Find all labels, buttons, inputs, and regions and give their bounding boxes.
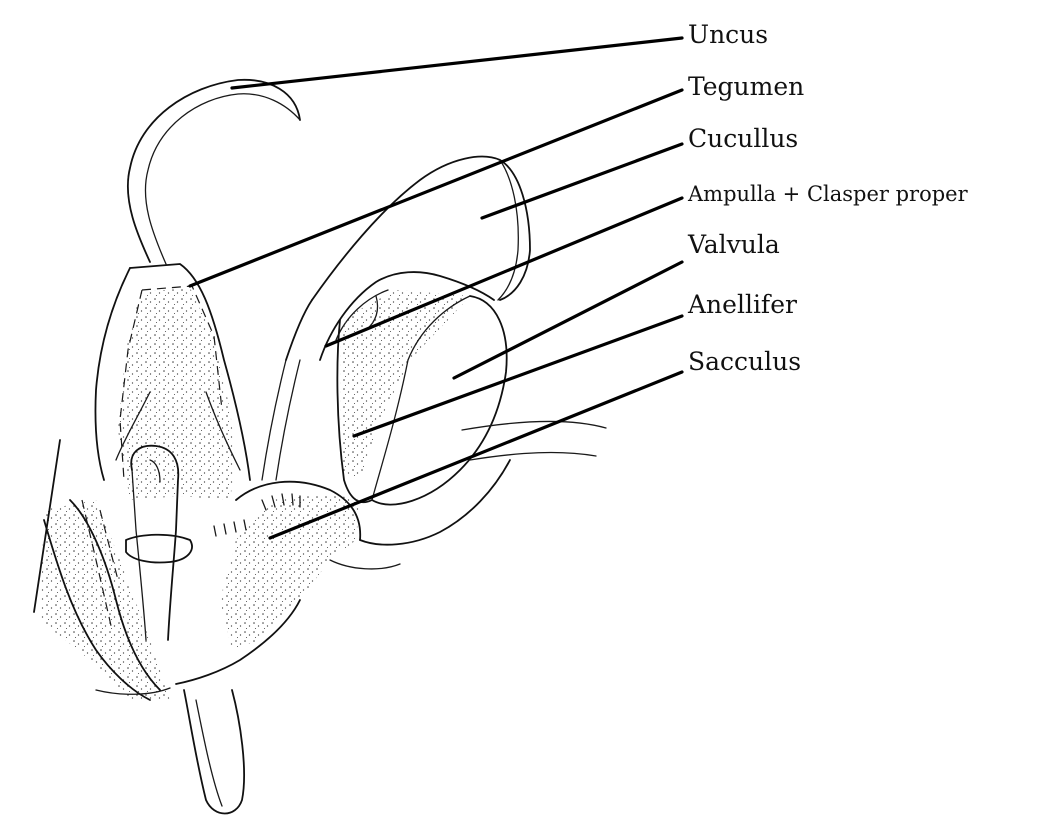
label-valvula: Valvula: [688, 232, 780, 257]
leader-lines: [190, 38, 682, 538]
leader-tegumen: [190, 90, 682, 286]
right-valva-structure: [176, 157, 606, 684]
uncus-structure: [128, 80, 300, 264]
leader-cucullus: [482, 144, 682, 218]
label-ampulla-clasper: Ampulla + Clasper proper: [688, 184, 968, 205]
label-anellifer: Anellifer: [688, 292, 797, 317]
label-cucullus: Cucullus: [688, 126, 798, 151]
label-uncus: Uncus: [688, 22, 768, 47]
tegumen-structure: [95, 264, 250, 500]
leader-sacculus: [270, 372, 682, 538]
leader-ampulla: [326, 198, 682, 346]
leader-uncus: [232, 38, 682, 88]
label-tegumen: Tegumen: [688, 74, 804, 99]
label-sacculus: Sacculus: [688, 349, 801, 374]
